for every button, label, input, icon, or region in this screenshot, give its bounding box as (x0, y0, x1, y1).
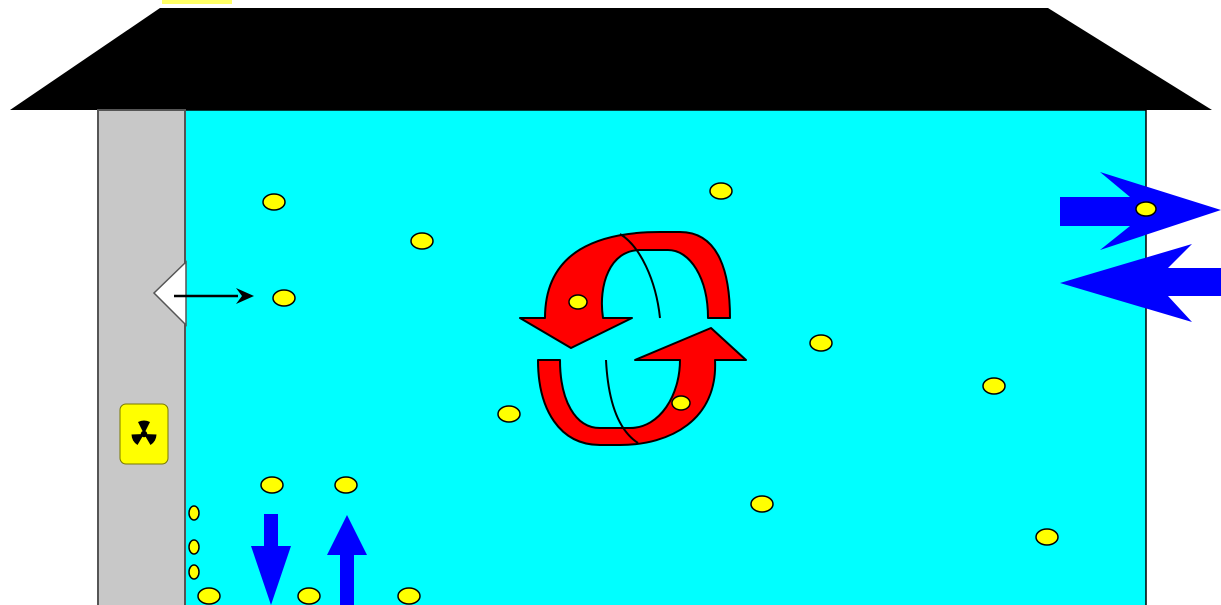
radon-particle (261, 477, 283, 493)
radon-particle (710, 183, 732, 199)
radon-particle (198, 588, 220, 604)
radon-particle (263, 194, 285, 210)
roof (10, 8, 1212, 110)
radon-particle (189, 540, 199, 554)
radon-particle (189, 565, 199, 579)
radon-particle (189, 506, 199, 520)
radon-particle (751, 496, 773, 512)
radon-particle (672, 396, 690, 410)
radon-particle (810, 335, 832, 351)
radon-particle (1036, 529, 1058, 545)
radiation-trefoil-icon (120, 404, 168, 464)
radon-particle (1136, 202, 1156, 216)
radon-particle (498, 406, 520, 422)
top-yellow-sliver (162, 0, 232, 4)
radon-particle (569, 295, 587, 309)
left-wall (98, 110, 185, 605)
radon-particle (411, 233, 433, 249)
radon-particle (273, 290, 295, 306)
radon-particle (398, 588, 420, 604)
radon-particle (983, 378, 1005, 394)
radon-particle (335, 477, 357, 493)
radon-particle (298, 588, 320, 604)
